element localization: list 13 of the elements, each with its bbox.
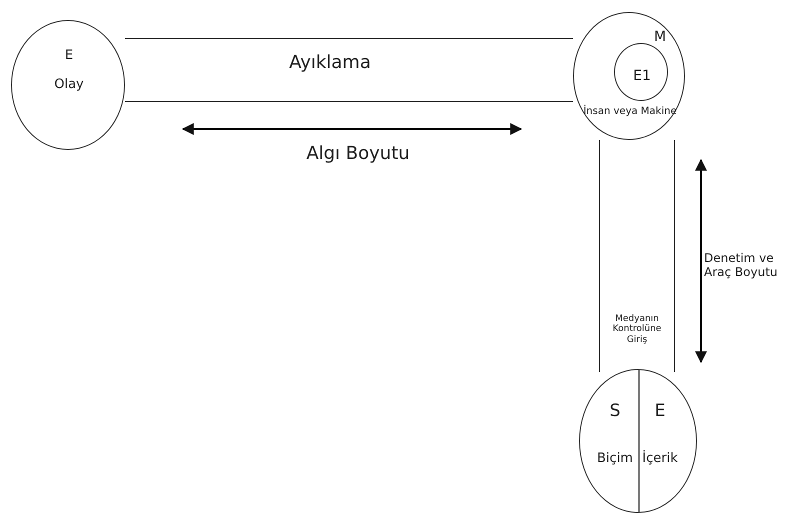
node-label: S [608,402,622,422]
node-label: Medyanın Kontrolüne Giriş [612,314,662,346]
node-label: Olay [53,78,85,93]
node-label: E [64,49,74,64]
node-label: E1 [632,68,652,84]
node-label: Ayıklama [288,53,372,74]
node-label: İçerik [641,452,679,467]
dimension-label: Denetim ve Araç Boyutu [704,252,778,280]
node-label: M [652,29,668,46]
node-label: E [654,402,666,422]
band [125,38,573,102]
node-label: Biçim [596,452,634,467]
dimension-label: Algı Boyutu [305,144,411,165]
